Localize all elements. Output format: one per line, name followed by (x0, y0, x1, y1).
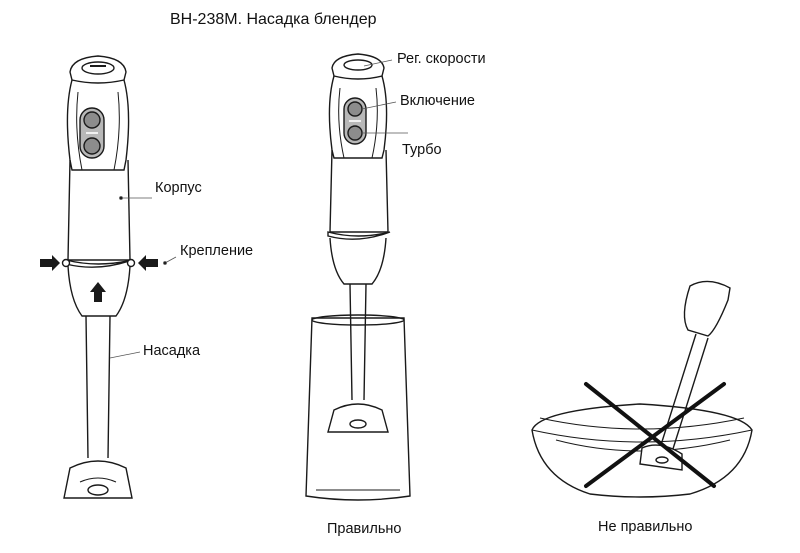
left-leader-lines (109, 196, 177, 359)
label-attachment: Насадка (143, 343, 201, 359)
caption-correct: Правильно (327, 521, 402, 537)
label-turbo: Турбо (402, 142, 442, 158)
label-power: Включение (400, 93, 475, 109)
arrow-left-icon (138, 255, 158, 271)
caption-incorrect: Не правильно (598, 519, 693, 535)
wrong-cross-mark (584, 382, 726, 488)
arrow-up-icon (90, 282, 106, 302)
label-body: Корпус (155, 180, 202, 196)
beaker (305, 317, 411, 501)
label-speed-control: Рег. скорости (397, 51, 486, 67)
arrow-right-icon (40, 255, 60, 271)
middle-blender-illustration (305, 53, 411, 501)
label-mount: Крепление (180, 243, 254, 259)
left-blender-illustration (61, 55, 136, 499)
middle-leader-lines (361, 59, 408, 134)
mount-press-arrows (40, 255, 158, 302)
page-title: BH-238M. Насадка блендер (170, 11, 377, 28)
